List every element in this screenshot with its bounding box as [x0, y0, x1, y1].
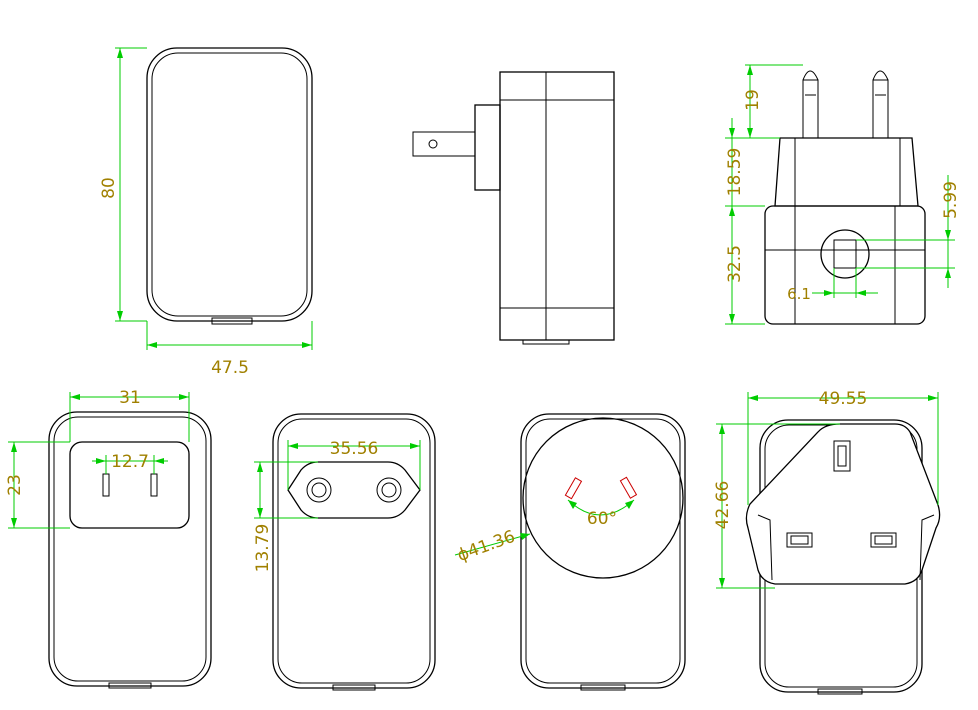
dim-49-55-label: 49.55	[819, 389, 868, 409]
dim-42-66-label: 42.66	[713, 481, 733, 530]
dim-13-79-label: 13.79	[253, 524, 273, 573]
dim-80-label: 80	[99, 177, 119, 199]
side-view-us	[412, 71, 615, 345]
front-view-au-plug: 60° ϕ41.36	[455, 413, 686, 691]
side-view-eu: 19 18.59 32.5 5.99 6.1	[725, 64, 961, 325]
front-view-uk-plug: 49.55 42.66	[713, 389, 941, 695]
front-view-euro-plug: 35.56 13.79	[253, 413, 436, 691]
dim-47-5-label: 47.5	[211, 358, 249, 378]
dim-32-5-label: 32.5	[725, 245, 745, 283]
front-view-us-plug: 31 12.7 23	[5, 388, 212, 689]
dim-31-label: 31	[119, 388, 141, 408]
dim-6-1-label: 6.1	[787, 285, 811, 303]
dim-19-label: 19	[743, 89, 763, 111]
dim-18-59-label: 18.59	[725, 148, 745, 197]
dim-60-deg-label: 60°	[587, 509, 617, 529]
dim-41-36-label: ϕ41.36	[455, 527, 518, 566]
dim-5-99-label: 5.99	[941, 181, 961, 219]
dim-35-56-label: 35.56	[330, 439, 379, 459]
dim-12-7-label: 12.7	[111, 452, 149, 472]
front-view-top: 80 47.5	[99, 47, 313, 378]
dim-23-label: 23	[5, 474, 25, 496]
